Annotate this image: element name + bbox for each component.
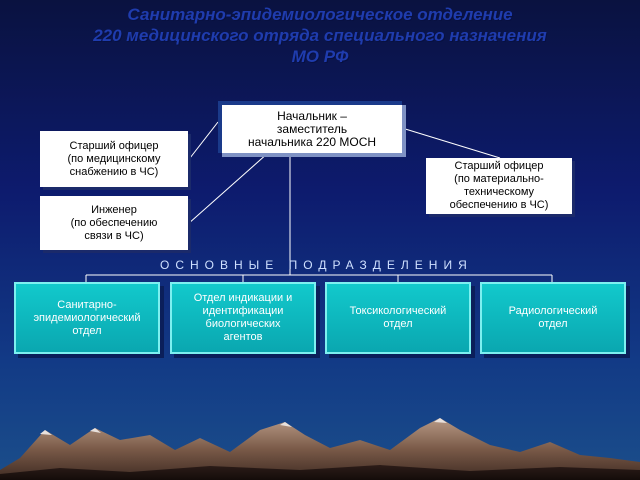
chief-box: Начальник – заместитель начальника 220 М… [218,101,402,153]
units-heading: ОСНОВНЫЕ ПОДРАЗДЕЛЕНИЯ [160,258,473,272]
foreground-hills [0,465,640,480]
mountain-range [0,418,640,480]
title-line-3: МО РФ [291,47,349,66]
engineer-label: Инженер (по обеспечению связи в ЧС) [70,203,158,242]
mountain-landscape [0,418,640,480]
connector-chief-medical [189,121,219,159]
unit-toxicological: Токсикологический отдел [325,282,471,354]
engineer-box: Инженер (по обеспечению связи в ЧС) [40,196,188,250]
connector-chief-engineer [187,152,269,225]
chief-label: Начальник – заместитель начальника 220 М… [247,108,377,149]
title-line-2: 220 медицинского отряда специального наз… [93,26,547,45]
medical-supply-officer-label: Старший офицер (по медицинскому снабжени… [67,139,161,178]
medical-supply-officer-box: Старший офицер (по медицинскому снабжени… [40,131,188,187]
unit-label: Отдел индикации и идентификации биологич… [193,292,293,343]
unit-label: Радиологический отдел [508,305,598,330]
title-line-1: Санитарно-эпидемиологическое отделение [127,5,513,24]
unit-radiological: Радиологический отдел [480,282,626,354]
logistics-officer-box: Старший офицер (по материально- техничес… [426,158,572,214]
unit-bio-indication: Отдел индикации и идентификации биологич… [170,282,316,354]
unit-label: Токсикологический отдел [349,305,447,330]
logistics-officer-label: Старший офицер (по материально- техничес… [449,160,549,211]
connector-chief-logistics [401,127,501,159]
unit-sanitary-epidemiological: Санитарно- эпидемиологический отдел [14,282,160,354]
unit-label: Санитарно- эпидемиологический отдел [33,298,141,337]
slide-title: Санитарно-эпидемиологическое отделение 2… [0,4,640,67]
